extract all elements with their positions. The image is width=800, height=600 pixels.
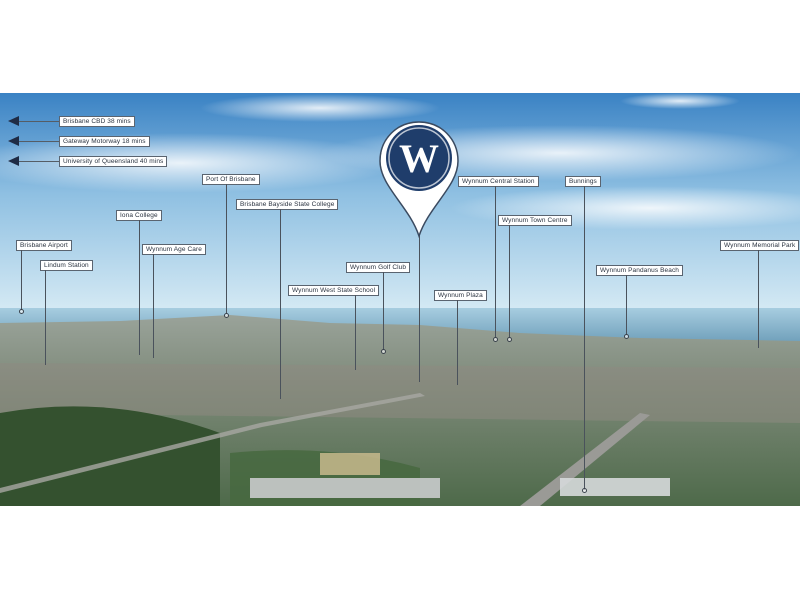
arrow-left-icon: [8, 136, 19, 146]
marker-dot: [624, 334, 629, 339]
suburbs: [0, 363, 800, 423]
industrial: [250, 478, 440, 498]
landmark-brisbane-airport: Brisbane Airport: [16, 240, 72, 251]
cloud: [200, 94, 440, 122]
oval: [320, 453, 380, 475]
landmark-wynnum-age-care: Wynnum Age Care: [142, 244, 206, 255]
landmark-port-of-brisbane: Port Of Brisbane: [202, 174, 260, 185]
direction-label: Brisbane CBD 38 mins: [59, 116, 135, 127]
landmark-wynnum-town-centre: Wynnum Town Centre: [498, 215, 572, 226]
arrow-left-icon: [8, 116, 19, 126]
forest: [0, 406, 220, 506]
location-pin: W: [378, 120, 460, 243]
pin-letter: W: [399, 136, 439, 181]
landmark-wynnum-west-state-school: Wynnum West State School: [288, 285, 380, 296]
arrow-left-icon: [8, 156, 19, 166]
landmark-wynnum-memorial-park: Wynnum Memorial Park: [720, 240, 800, 251]
cloud: [0, 133, 400, 193]
direction-label: Gateway Motorway 18 mins: [59, 136, 150, 147]
marker-dot: [493, 337, 498, 342]
road: [520, 413, 650, 506]
landmark-wynnum-pandanus-beach: Wynnum Pandanus Beach: [596, 265, 684, 276]
marker-dot: [582, 488, 587, 493]
landmark-bayside-state-college: Brisbane Bayside State College: [236, 199, 339, 210]
direction-label: University of Queensland 40 mins: [59, 156, 168, 167]
marker-dot: [507, 337, 512, 342]
landmark-wynnum-golf-club: Wynnum Golf Club: [346, 262, 411, 273]
marker-dot: [381, 349, 386, 354]
landmark-wynnum-central-station: Wynnum Central Station: [458, 176, 539, 187]
road: [0, 393, 425, 493]
landmark-iona-college: Iona College: [116, 210, 162, 221]
cloud: [620, 93, 740, 109]
landmark-bunnings: Bunnings: [565, 176, 601, 187]
marker-dot: [224, 313, 229, 318]
landmark-wynnum-plaza: Wynnum Plaza: [434, 290, 487, 301]
marker-dot: [19, 309, 24, 314]
industrial: [560, 478, 670, 496]
map-pin-icon: W: [379, 121, 459, 239]
landmark-lindum-station: Lindum Station: [40, 260, 93, 271]
